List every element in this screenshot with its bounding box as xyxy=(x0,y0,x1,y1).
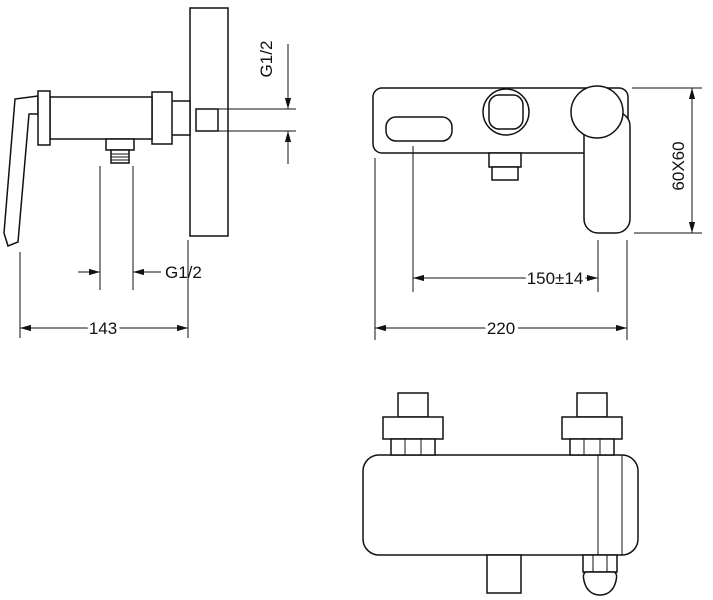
outlet-thread-lines xyxy=(111,153,129,161)
handle-hub-front xyxy=(570,85,624,139)
outlet-thread-front xyxy=(491,166,519,181)
handle-hub-side xyxy=(37,90,51,146)
dim-profile-label: 60X60 xyxy=(669,141,688,190)
inlet-fitting-left xyxy=(382,392,444,456)
aerator-grille xyxy=(385,116,453,142)
plan-view xyxy=(362,392,639,596)
dim-depth: 143 xyxy=(19,240,189,342)
dim-outlet-thread-label: G1/2 xyxy=(165,263,202,282)
diverter-knob xyxy=(482,88,530,136)
dim-inlet-thread-label: G1/2 xyxy=(257,41,276,78)
dim-outlet-thread: G1/2 xyxy=(78,166,205,290)
dim-width-label: 220 xyxy=(487,319,515,338)
front-view: 150±14 220 60X60 xyxy=(372,85,702,342)
outlet-fitting-front xyxy=(488,152,522,168)
dim-profile: 60X60 xyxy=(632,87,702,234)
inlet-pipe-in-wall xyxy=(195,108,219,132)
wall-escutcheon xyxy=(169,100,191,136)
dim-hole-spacing: 150±14 xyxy=(412,146,599,292)
outlet-fitting-side xyxy=(105,138,135,151)
diverter-knob-inner xyxy=(488,94,524,130)
dim-width: 220 xyxy=(374,158,628,342)
handle-lever-side xyxy=(3,95,39,247)
dim-depth-label: 143 xyxy=(89,319,117,338)
dim-hole-spacing-label: 150±14 xyxy=(527,269,584,288)
dim-inlet-thread: G1/2 xyxy=(218,37,296,164)
mixer-body-side xyxy=(49,96,153,140)
side-view: G1/2 G1/2 143 xyxy=(3,7,296,342)
inlet-fitting-right xyxy=(561,392,623,456)
connector-nut-side xyxy=(151,91,173,145)
mixer-body-plan xyxy=(362,454,639,556)
outlet-plan xyxy=(486,554,522,594)
shower-connector-plan xyxy=(582,554,618,596)
